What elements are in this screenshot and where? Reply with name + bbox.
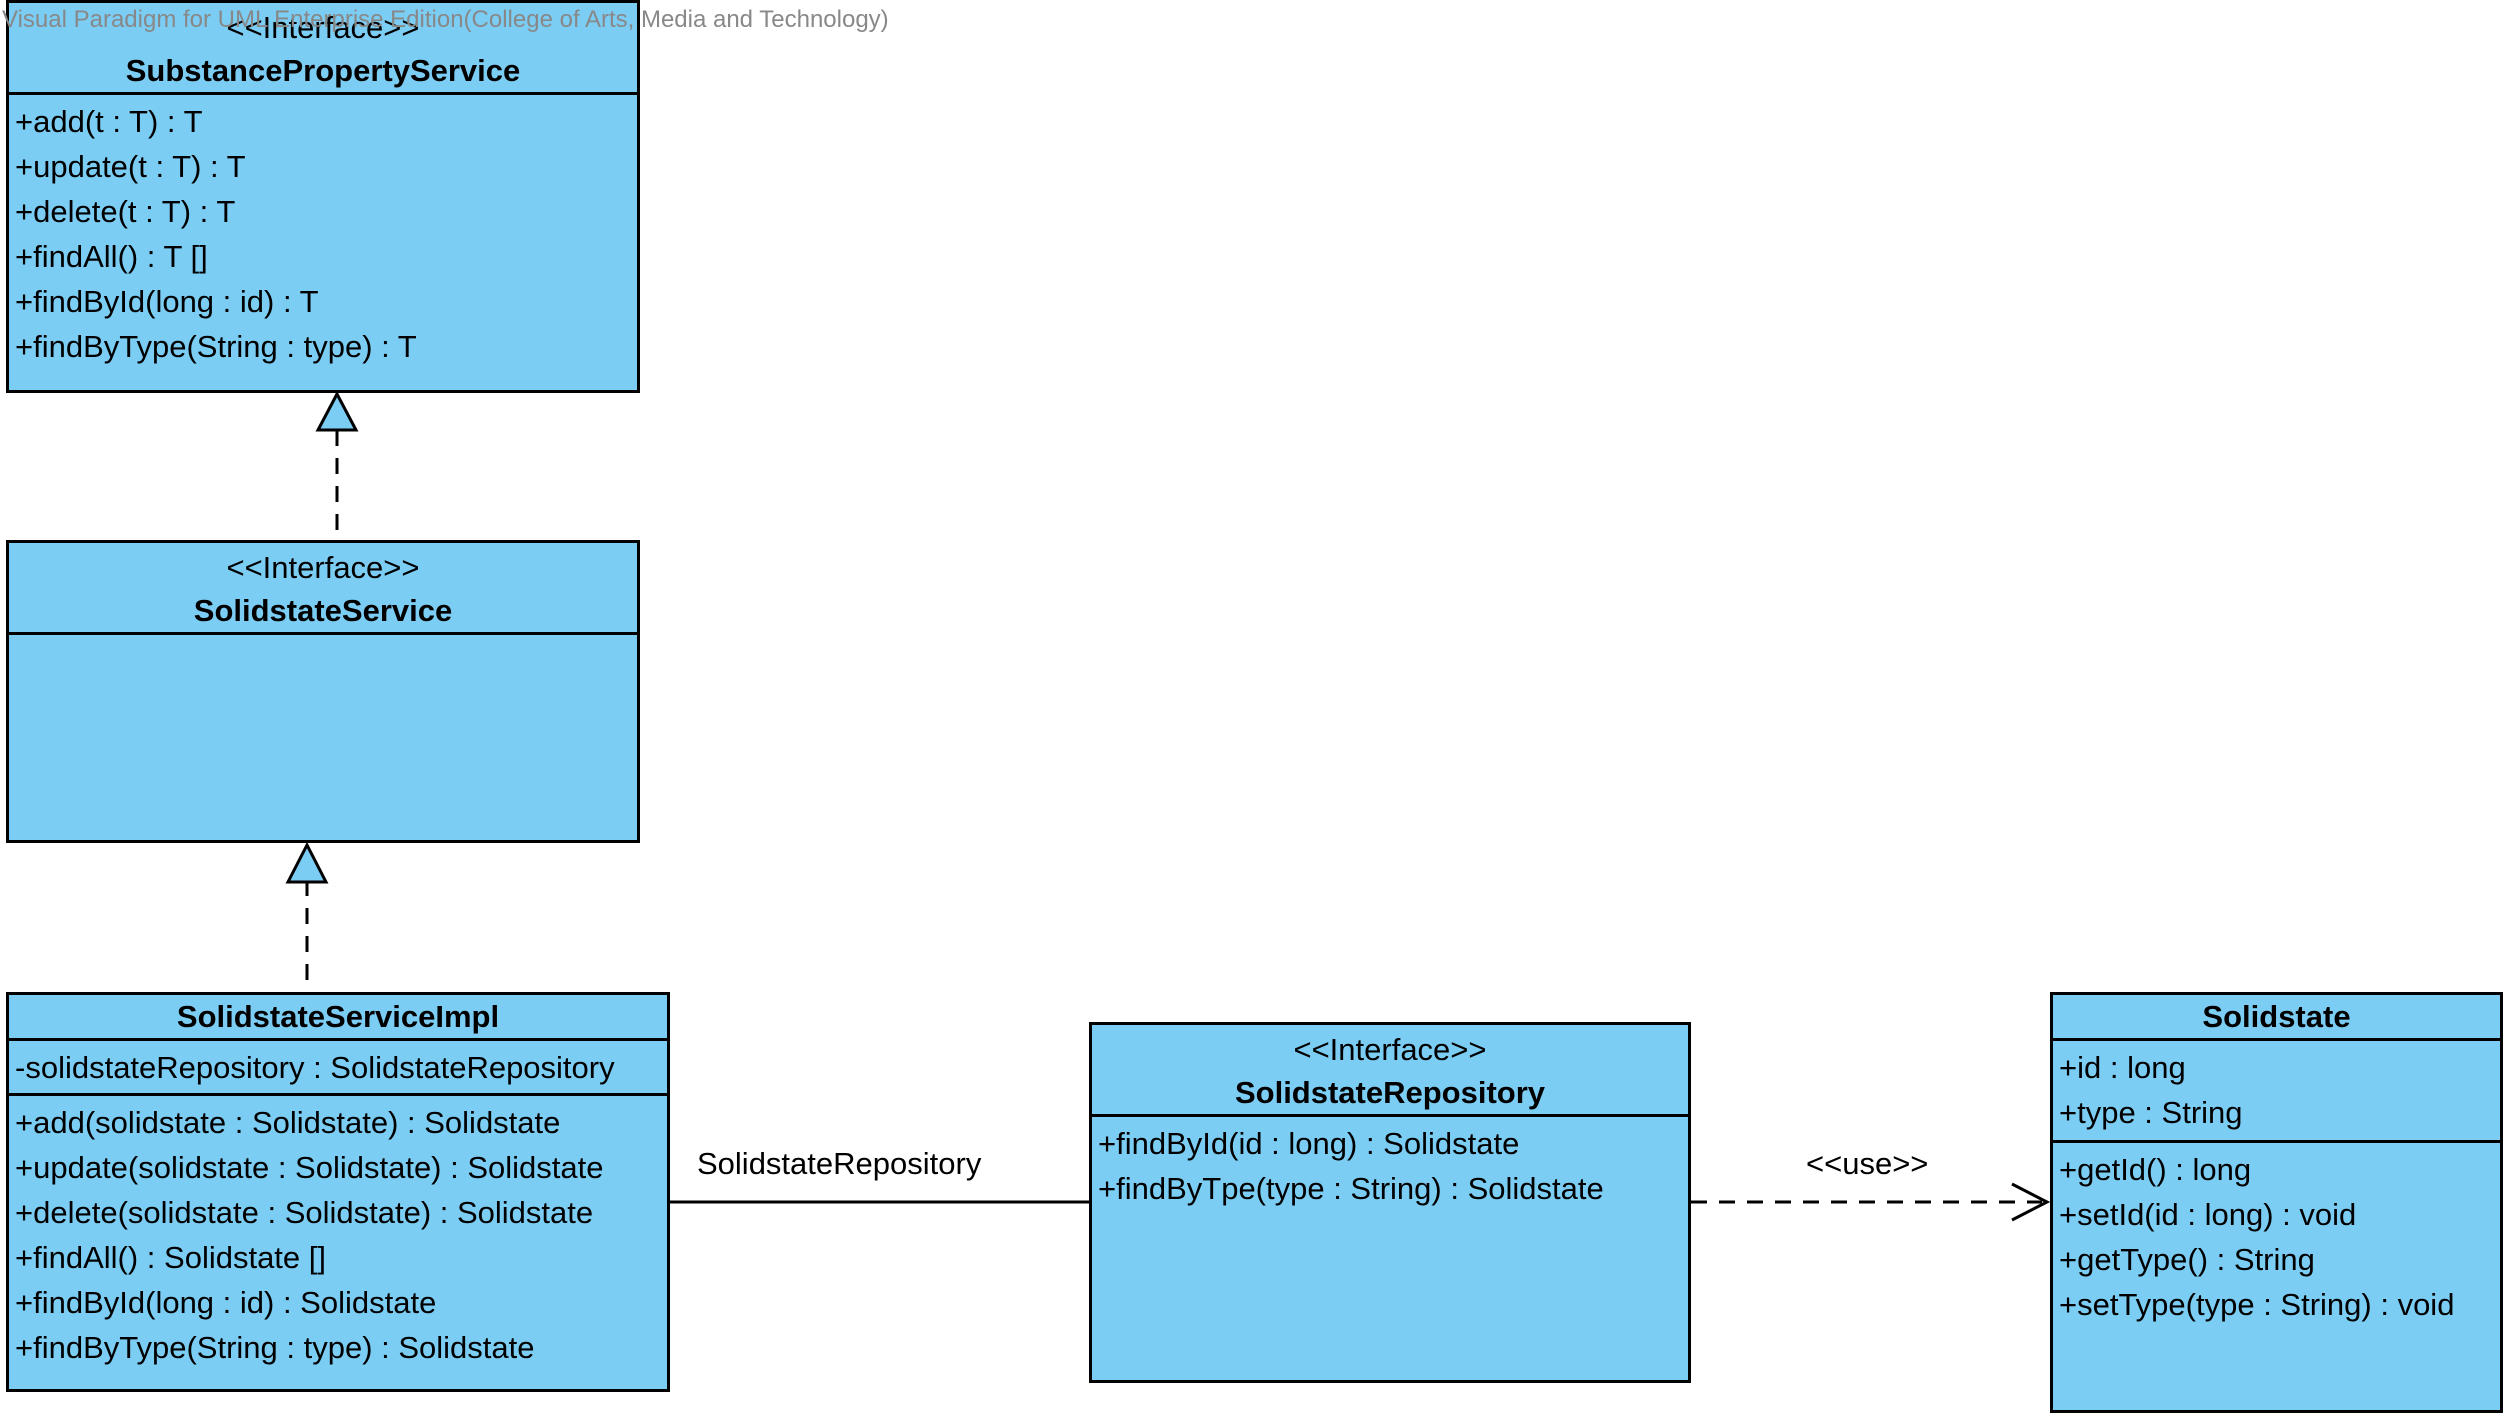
association-label: SolidstateRepository: [697, 1146, 982, 1181]
operation: +findByTpe(type : String) : Solidstate: [1098, 1171, 1604, 1206]
class-header: <<Interface>> SolidstateRepository: [1092, 1025, 1688, 1117]
stereotype: <<Interface>>: [226, 10, 420, 45]
operation: +delete(solidstate : Solidstate) : Solid…: [15, 1195, 594, 1230]
realization-arrowhead-impl: [285, 841, 329, 884]
class-solidstate[interactable]: Solidstate +id : long +type : String +ge…: [2050, 992, 2503, 1413]
operation: +update(solidstate : Solidstate) : Solid…: [15, 1150, 604, 1185]
stereotype: <<Interface>>: [1293, 1032, 1487, 1067]
operation: +findByType(String : type) : T: [15, 329, 417, 364]
operations-section: +add(solidstate : Solidstate) : Solidsta…: [9, 1096, 667, 1389]
operation: +getId() : long: [2059, 1152, 2252, 1187]
attribute: +type : String: [2059, 1095, 2243, 1130]
class-header: <<Interface>> SubstancePropertyService: [9, 3, 637, 95]
class-name: SubstancePropertyService: [125, 53, 521, 88]
operation: +getType() : String: [2059, 1242, 2315, 1277]
class-solidstate-repository[interactable]: <<Interface>> SolidstateRepository +find…: [1089, 1022, 1691, 1383]
operation: +findById(id : long) : Solidstate: [1098, 1126, 1520, 1161]
attributes-section: +id : long +type : String: [2053, 1041, 2500, 1143]
stereotype: <<Interface>>: [226, 550, 420, 585]
class-name: SolidstateRepository: [1234, 1075, 1546, 1110]
class-name: Solidstate: [2202, 999, 2351, 1034]
operation: +setId(id : long) : void: [2059, 1197, 2357, 1232]
operation: +findByType(String : type) : Solidstate: [15, 1330, 535, 1365]
operations-section: +findById(id : long) : Solidstate +findB…: [1092, 1117, 1688, 1380]
operation: +findById(long : id) : Solidstate: [15, 1285, 437, 1320]
realization-arrowhead-service: [315, 390, 359, 432]
class-name: SolidstateService: [193, 593, 453, 628]
class-name: SolidstateServiceImpl: [176, 999, 500, 1034]
operation: +update(t : T) : T: [15, 149, 246, 184]
operations-section: +add(t : T) : T +update(t : T) : T +dele…: [9, 95, 637, 390]
attribute: -solidstateRepository : SolidstateReposi…: [15, 1050, 615, 1085]
operation: +add(t : T) : T: [15, 104, 203, 139]
attribute: +id : long: [2059, 1050, 2186, 1085]
operation: +setType(type : String) : void: [2059, 1287, 2455, 1322]
operation: +findAll() : Solidstate []: [15, 1240, 326, 1275]
operation: +findAll() : T []: [15, 239, 208, 274]
class-header: SolidstateServiceImpl: [9, 995, 667, 1041]
attributes-section: -solidstateRepository : SolidstateReposi…: [9, 1041, 667, 1096]
operation: +delete(t : T) : T: [15, 194, 236, 229]
watermark: Visual Paradigm for UML Enterprise Editi…: [2, 6, 889, 33]
operation: +add(solidstate : Solidstate) : Solidsta…: [15, 1105, 561, 1140]
class-header: Solidstate: [2053, 995, 2500, 1041]
operations-section: [9, 635, 637, 840]
class-solidstate-service-impl[interactable]: SolidstateServiceImpl -solidstateReposit…: [6, 992, 670, 1392]
class-solidstate-service[interactable]: <<Interface>> SolidstateService: [6, 540, 640, 843]
operation: +findById(long : id) : T: [15, 284, 319, 319]
class-substance-property-service[interactable]: <<Interface>> SubstancePropertyService +…: [6, 0, 640, 393]
operations-section: +getId() : long +setId(id : long) : void…: [2053, 1143, 2500, 1410]
dependency-label: <<use>>: [1806, 1146, 1929, 1181]
class-header: <<Interface>> SolidstateService: [9, 543, 637, 635]
dependency-arrowhead: [2011, 1182, 2051, 1222]
